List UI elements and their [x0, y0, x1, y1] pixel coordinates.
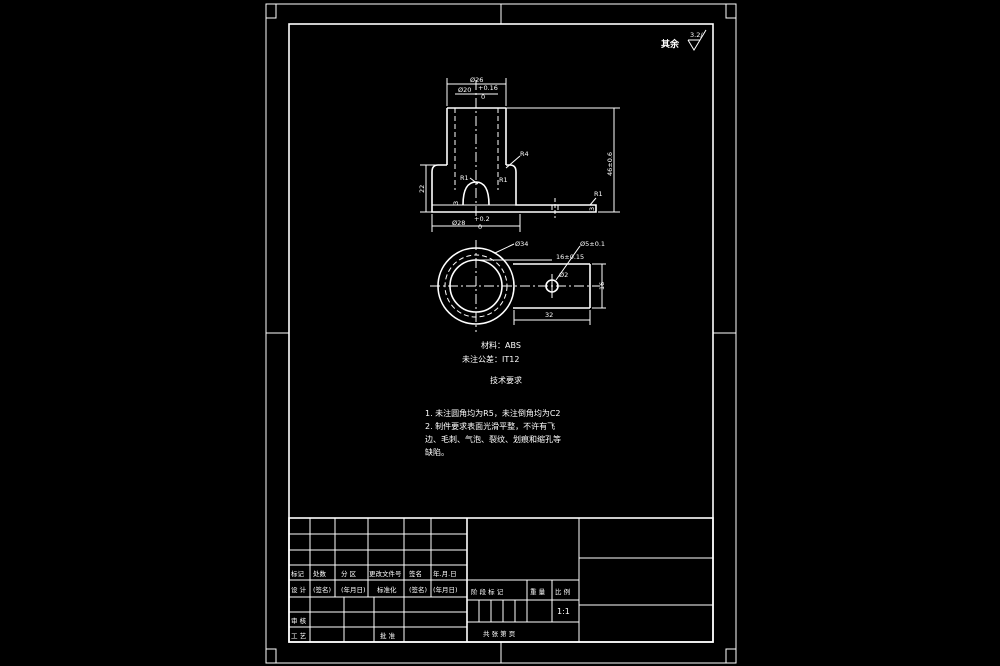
dim-d20: Ø20	[458, 86, 471, 94]
roughness-label: 其余	[661, 38, 680, 50]
dim-r1-right: R1	[594, 190, 603, 198]
roughness-symbol: 其余 3.2/	[661, 29, 707, 51]
tb-design: 设 计	[291, 585, 307, 594]
tb-header-change: 更改文件号	[369, 569, 402, 578]
tb-sheets: 共 张 第 页	[483, 629, 516, 638]
tb-process: 工 艺	[291, 632, 307, 640]
tb-review: 审 核	[291, 616, 307, 625]
tb-design-sign: (签名)	[313, 585, 331, 594]
dim-d20-tol-upper: +0.16	[478, 84, 498, 92]
tb-scale: 1:1	[557, 607, 570, 616]
tech-title: 技术要求	[490, 375, 522, 385]
tb-standard-sign: (签名)	[409, 585, 427, 594]
tech-item-2b: 边、毛刺、气泡、裂纹、划痕和缩孔等	[425, 434, 561, 444]
centering-marks	[266, 4, 736, 663]
dim-d28: Ø28	[452, 219, 465, 227]
tb-scale-label: 比 例	[555, 587, 570, 596]
dim-d28-tol-upper: +0.2	[474, 215, 490, 223]
top-view: Ø34 Ø5±0.1 16±0.15 Ø2 16 32	[430, 240, 606, 332]
roughness-value: 3.2/	[690, 31, 703, 39]
notes: 材料：ABS 未注公差：IT12 技术要求 1. 未注圆角均为R5，未注倒角均为…	[425, 340, 561, 457]
tb-design-date: (年月日)	[341, 585, 366, 594]
dim-d5: Ø5±0.1	[580, 240, 605, 248]
front-view: Ø26 Ø20 +0.16 0 R4 R1 R1 R1 46±0.6 22 3 …	[418, 76, 620, 232]
tb-standard-date: (年月日)	[433, 585, 458, 594]
dim-h46: 46±0.6	[606, 152, 614, 176]
tech-item-2: 2. 制件要求表面光滑平整，不许有飞	[425, 421, 555, 431]
dim-len32: 32	[545, 311, 553, 319]
dim-h3-right: 3	[588, 207, 596, 211]
tb-weight: 重 量	[530, 588, 546, 596]
tb-header-count: 处数	[313, 569, 327, 578]
dim-h22: 22	[418, 185, 426, 193]
dim-d28-tol-lower: 0	[478, 223, 482, 231]
title-block: 标记 处数 分 区 更改文件号 签名 年.月.日 设 计 (签名) (年月日) …	[288, 517, 714, 643]
outer-border	[265, 3, 737, 664]
tb-stage: 阶 段 标 记	[471, 587, 504, 596]
tech-item-1: 1. 未注圆角均为R5，未注倒角均为C2	[425, 408, 561, 418]
dim-d2: Ø2	[559, 271, 568, 279]
tb-standard: 标准化	[377, 585, 397, 594]
material-note: 材料：ABS	[481, 340, 521, 350]
dim-d34: Ø34	[515, 240, 528, 248]
dim-w16: 16	[598, 282, 606, 290]
dim-d20-tol-lower: 0	[481, 93, 485, 101]
inner-border	[288, 23, 714, 643]
dim-r1-left: R1	[460, 174, 469, 182]
tb-header-mark: 标记	[291, 569, 305, 578]
dim-r1-mid: R1	[499, 176, 508, 184]
dim-len16: 16±0.15	[556, 253, 584, 261]
tech-item-2c: 缺陷。	[425, 447, 449, 457]
dim-d26: Ø26	[470, 76, 483, 84]
tolerance-note: 未注公差：IT12	[462, 354, 519, 364]
dim-r4: R4	[520, 150, 529, 158]
tb-header-sign: 签名	[409, 569, 422, 578]
tb-header-date: 年.月.日	[433, 569, 457, 578]
tb-header-zone: 分 区	[341, 569, 357, 578]
tb-approve: 批 准	[380, 631, 396, 640]
dim-h3: 3	[452, 201, 460, 205]
